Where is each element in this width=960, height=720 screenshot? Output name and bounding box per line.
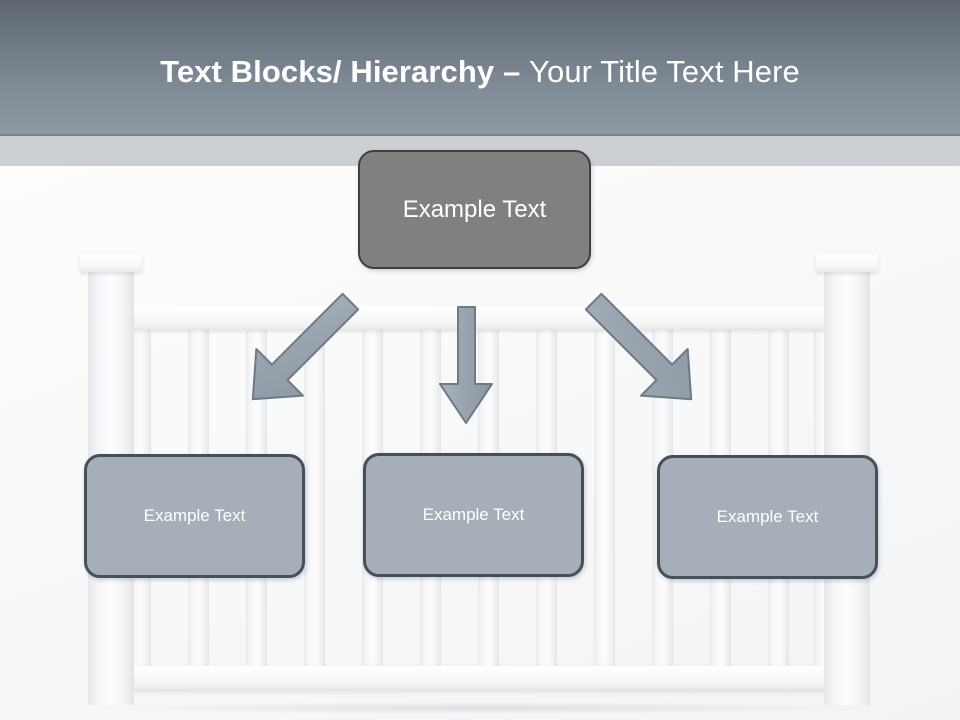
page-title-bold-part: Text Blocks/ Hierarchy – [160,54,530,89]
hierarchy-root-box[interactable]: Example Text [358,150,591,269]
hierarchy-root-label: Example Text [402,195,547,223]
hierarchy-child-box-2[interactable]: Example Text [363,453,584,577]
fence-top-rail [110,306,852,330]
title-band-divider [0,134,960,136]
fence-post-cap-right [816,254,878,272]
fence-ground-shadow [96,702,866,714]
fence-bottom-rail [110,666,852,690]
title-band [0,0,960,136]
hierarchy-child-label-2: Example Text [422,505,525,524]
arrow-down-left-icon [251,292,360,401]
hierarchy-child-label-3: Example Text [716,507,819,526]
fence-post-cap-left [80,254,142,272]
page-title-light-part: Your Title Text Here [529,54,800,89]
arrow-down-icon [439,306,493,424]
fence-picket [304,316,325,674]
fence-picket [594,316,615,674]
hierarchy-child-label-1: Example Text [143,506,246,525]
hierarchy-child-box-3[interactable]: Example Text [657,455,878,579]
arrow-down-right-icon [584,292,693,401]
page-title: Text Blocks/ Hierarchy – Your Title Text… [0,52,960,92]
hierarchy-child-box-1[interactable]: Example Text [84,454,305,578]
